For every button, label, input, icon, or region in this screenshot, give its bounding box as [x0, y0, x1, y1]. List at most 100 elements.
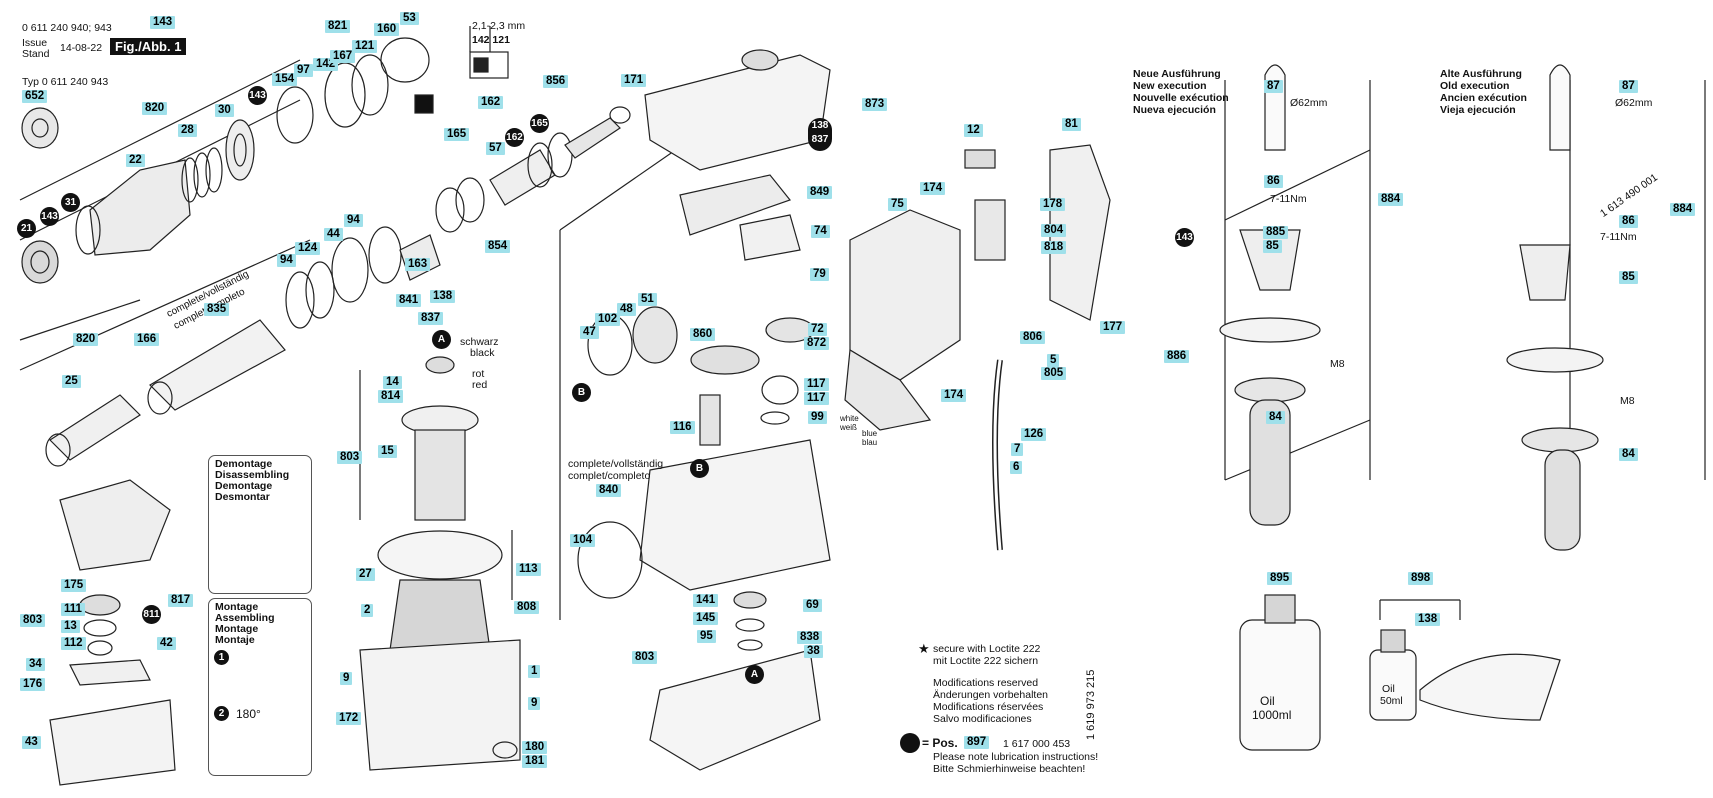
dot-837: 837 [811, 134, 829, 145]
part-callout: 652 [22, 90, 48, 103]
part-callout: 165 [444, 128, 470, 141]
part-callout: 51 [638, 293, 657, 306]
part-121 [351, 54, 389, 116]
disassembly-de: Demontage [215, 458, 273, 470]
part-21-bore [30, 250, 50, 274]
part-165 [547, 132, 573, 178]
part-callout: 873 [862, 98, 888, 111]
rotation-angle: 180° [236, 707, 261, 721]
old-exec-es: Vieja ejecución [1440, 104, 1516, 116]
part-callout: 895 [1267, 572, 1293, 585]
part-2 [389, 579, 491, 651]
part-callout: 117 [804, 378, 829, 391]
part-callout: 803 [632, 651, 658, 664]
part-callout: 14 [383, 376, 402, 389]
part-callout: 121 [352, 40, 378, 53]
part-callout: 817 [168, 594, 194, 607]
part-14 [425, 356, 455, 374]
part-84-old-top [1521, 427, 1599, 453]
part-callout: 803 [337, 451, 363, 464]
wire-red: red [472, 379, 488, 391]
leader-line [1224, 419, 1371, 481]
part-callout: 141 [693, 594, 719, 607]
issue-date: 14-08-22 [60, 42, 103, 54]
lube-en: Please note lubrication instructions! [933, 751, 1099, 763]
mods-de: Änderungen vorbehalten [933, 689, 1049, 701]
dot-callout: 143 [1175, 228, 1194, 247]
part-callout: 885 [1263, 226, 1289, 239]
part-callout: 803 [20, 614, 46, 627]
part-898-cap [1380, 629, 1406, 653]
leader-line [19, 239, 311, 371]
marker-a: A [745, 665, 764, 684]
wire-blue: blue [862, 429, 878, 438]
part-162 [527, 142, 553, 188]
part-callout: 12 [964, 124, 983, 137]
drawing-number: 0 611 240 940; 943 [22, 22, 112, 34]
pos-label: = Pos. [922, 736, 958, 750]
part-callout: 804 [1041, 224, 1067, 237]
part-callout: 124 [295, 242, 321, 255]
dot-callout: 811 [142, 605, 161, 624]
part-117 [761, 375, 799, 405]
part-180 [492, 741, 518, 759]
part-44 [305, 261, 335, 319]
part-75-grip [844, 348, 932, 431]
star-icon: ★ [918, 641, 930, 656]
part-callout: 22 [126, 154, 145, 167]
part-154 [276, 86, 314, 144]
part-callout: 838 [797, 631, 823, 644]
leader-line [1224, 149, 1371, 221]
new-exec-fr: Nouvelle exécution [1133, 92, 1229, 104]
part-callout: 85 [1263, 240, 1282, 253]
disassembly-es: Desmontar [215, 491, 270, 503]
new-exec-en: New execution [1133, 80, 1207, 92]
spring [181, 157, 199, 203]
part-callout: 34 [26, 658, 45, 671]
part-callout: 27 [356, 568, 375, 581]
part-84-old-grip [1544, 449, 1581, 551]
step-1: 1 [214, 650, 229, 665]
part-835-end [147, 381, 173, 415]
part-callout: 884 [1670, 203, 1696, 216]
part-callout: 181 [522, 755, 548, 768]
part-callout: 113 [516, 563, 541, 576]
part-callout: 837 [418, 312, 444, 325]
part-callout: 112 [61, 637, 86, 650]
part-178 [974, 199, 1006, 261]
part-callout: 143 [150, 16, 176, 29]
part-callout: 821 [325, 20, 351, 33]
dot-138: 138 [811, 120, 829, 131]
part-callout: 104 [570, 534, 596, 547]
part-141 [733, 591, 767, 609]
torque-new: 7-11Nm [1270, 193, 1307, 205]
part-callout: 175 [61, 579, 87, 592]
part-873 [644, 54, 831, 171]
part-856 [564, 117, 621, 159]
part-callout: 95 [697, 630, 716, 643]
marker-b: B [572, 383, 591, 402]
part-callout: 99 [808, 411, 827, 424]
part-callout: 172 [336, 712, 362, 725]
part-145 [735, 618, 765, 632]
part-34 [69, 659, 151, 686]
part-112 [87, 640, 113, 656]
marker-b: B [690, 459, 709, 478]
part-callout: 138 [430, 290, 456, 303]
disassembly-fr: Demontage [215, 480, 273, 492]
part-94b [368, 226, 402, 284]
part-callout: 176 [20, 678, 46, 691]
part-854 [435, 187, 465, 233]
type-line: Typ 0 611 240 943 [22, 76, 109, 88]
part-895-cap [1264, 594, 1296, 624]
part-callout: 178 [1040, 198, 1066, 211]
part-callout: 7 [1011, 443, 1024, 456]
part-callout: 43 [22, 736, 41, 749]
pos-number: 897 [964, 736, 990, 749]
part-22 [89, 159, 191, 256]
part-85-new [1239, 229, 1301, 291]
part-87-new [1264, 64, 1286, 151]
diameter-new: Ø62mm [1290, 97, 1328, 109]
figure-label: Fig./Abb. 1 [110, 38, 187, 55]
